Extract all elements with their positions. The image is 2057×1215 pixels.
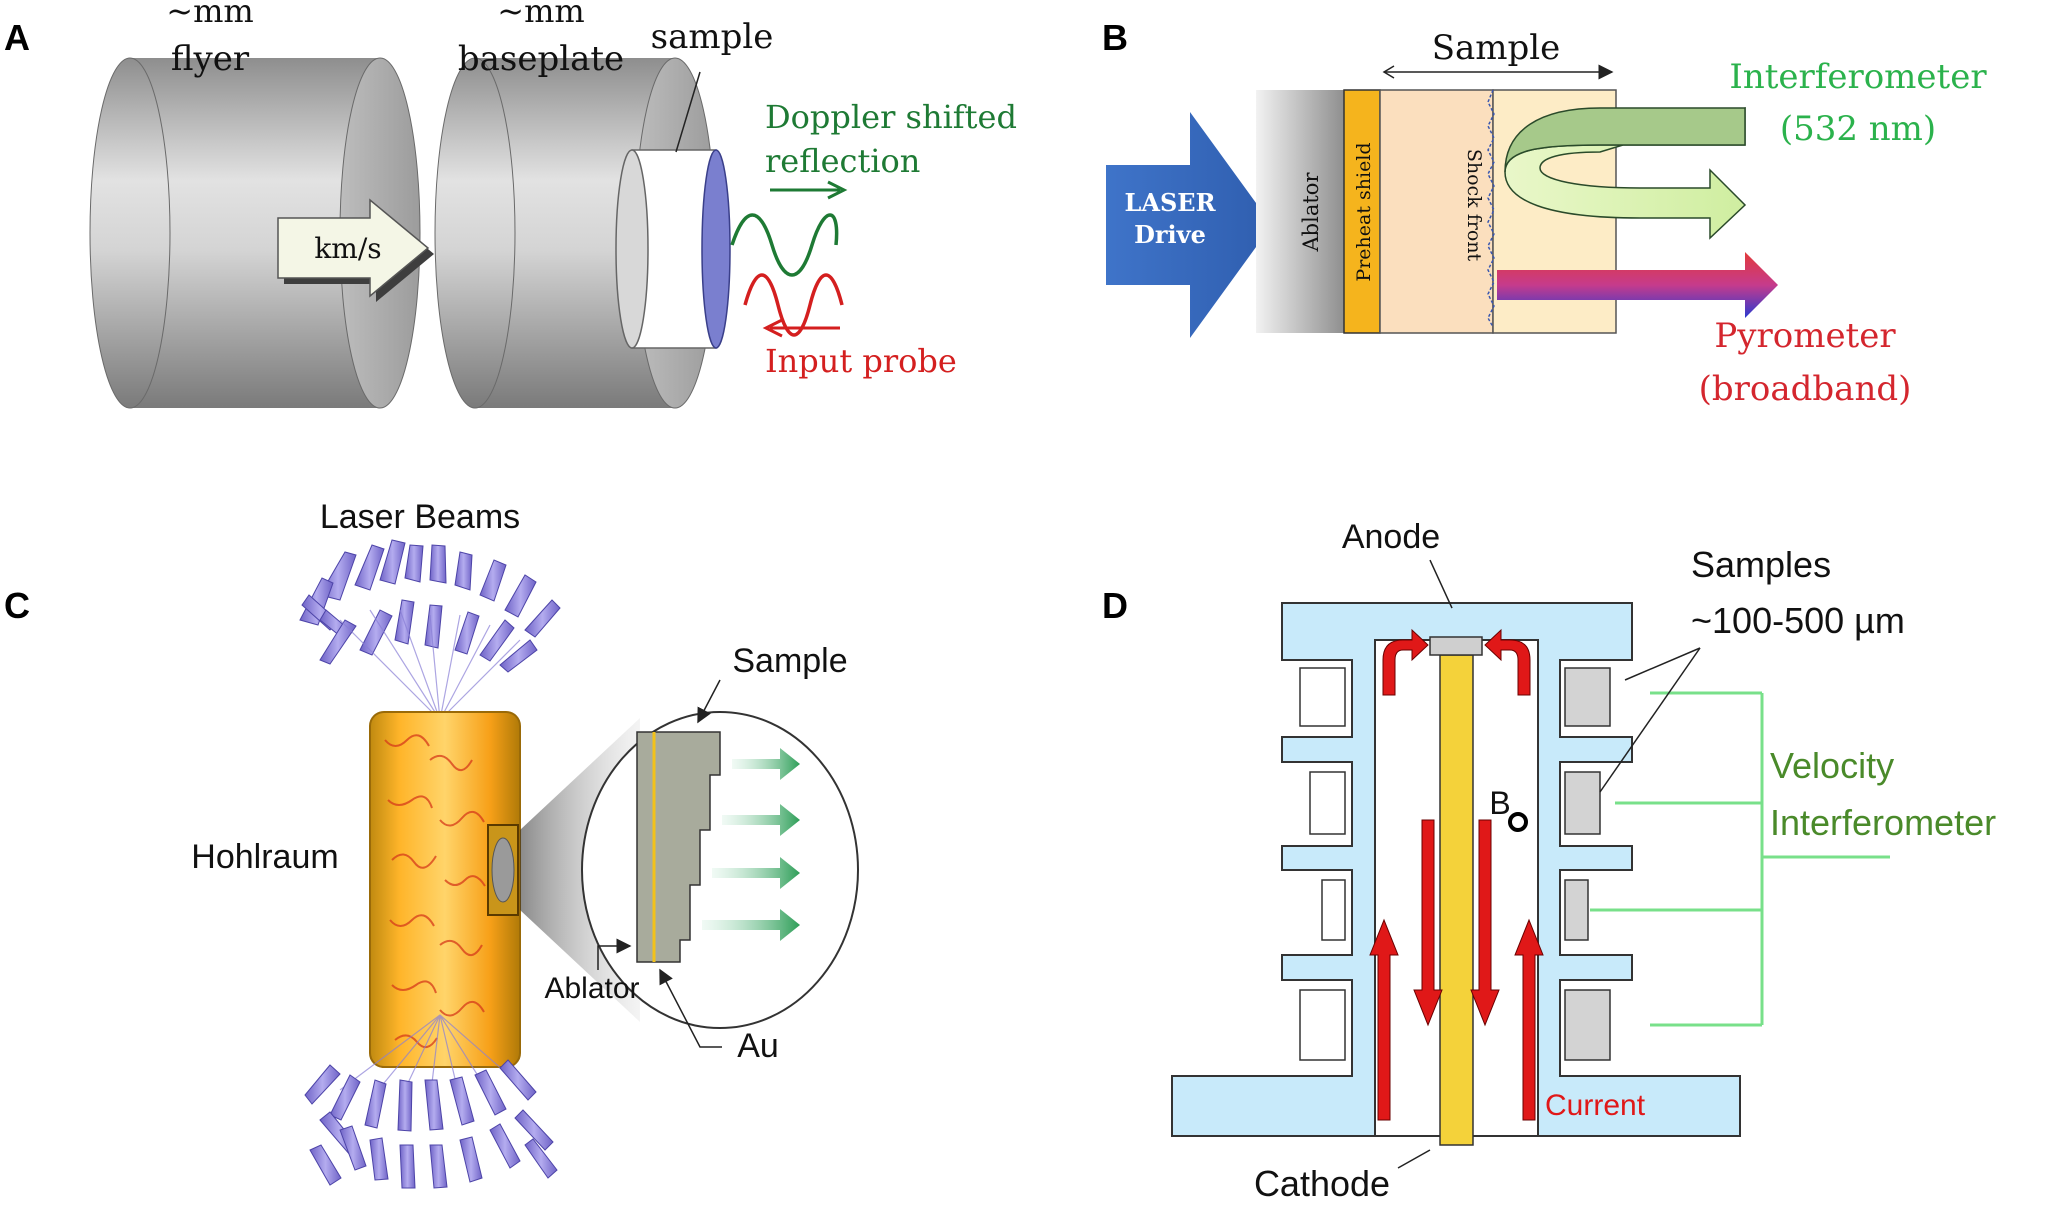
ablator-label-c: Ablator bbox=[544, 972, 639, 1005]
speed-arrow bbox=[277, 198, 434, 302]
sample-face bbox=[701, 149, 731, 349]
current-arrow-up-left bbox=[1369, 918, 1399, 1121]
laser-line1: LASER bbox=[1124, 188, 1216, 217]
input-probe-label: Input probe bbox=[765, 342, 957, 380]
sample-disc bbox=[615, 71, 731, 349]
panel-a: A km/s ~mm flyer ~mm baseplate bbox=[4, 0, 1017, 409]
baseplate-label: baseplate bbox=[458, 39, 624, 79]
upper-beam-convergence bbox=[339, 609, 521, 721]
current-arrow-up-right bbox=[1514, 918, 1544, 1121]
panel-c: C Laser Beams bbox=[4, 498, 859, 1189]
upper-laser-beams bbox=[299, 539, 561, 673]
shock-arrows bbox=[702, 748, 800, 941]
preheat-label: Preheat shield bbox=[1353, 142, 1375, 281]
interferometer-incoming bbox=[1504, 107, 1746, 173]
current-label: Current bbox=[1545, 1089, 1646, 1122]
pyrometer-line1: Pyrometer bbox=[1714, 316, 1896, 356]
cathode-rod bbox=[1439, 654, 1474, 1146]
laser-line2: Drive bbox=[1134, 220, 1206, 249]
interferometer-line2: (532 nm) bbox=[1780, 109, 1936, 149]
doppler-line1: Doppler shifted bbox=[765, 98, 1017, 136]
sample-label-b: Sample bbox=[1432, 28, 1561, 68]
hohlraum-label: Hohlraum bbox=[191, 838, 338, 876]
current-arrow-down-right bbox=[1470, 819, 1500, 1027]
b-label: B bbox=[1489, 785, 1510, 821]
samples-pointer-1 bbox=[1624, 647, 1701, 681]
panel-b: B LASER Drive Ablator Preheat shield Sho… bbox=[1102, 17, 1987, 409]
pyrometer-line2: (broadband) bbox=[1699, 369, 1912, 409]
b-field-marker bbox=[1508, 812, 1528, 832]
flyer-label: flyer bbox=[171, 39, 250, 79]
samples-line1: Samples bbox=[1691, 544, 1831, 585]
lower-laser-beams bbox=[304, 1059, 558, 1189]
flyer-size: ~mm bbox=[166, 0, 254, 30]
au-label: Au bbox=[737, 1027, 779, 1065]
doppler-wave bbox=[730, 213, 839, 277]
sample-pointer-c bbox=[697, 679, 721, 724]
ablator-label: Ablator bbox=[1299, 172, 1323, 253]
ablator-layer bbox=[1256, 90, 1344, 333]
baseplate-size: ~mm bbox=[497, 0, 585, 30]
panel-letter-d: D bbox=[1102, 585, 1128, 626]
cathode-pointer bbox=[1397, 1149, 1431, 1169]
velocity-line1: Velocity bbox=[1770, 745, 1894, 786]
laser-beams-label: Laser Beams bbox=[320, 498, 520, 536]
anode-label: Anode bbox=[1342, 518, 1440, 556]
panel-letter-b: B bbox=[1102, 17, 1128, 58]
sample-stepped bbox=[636, 731, 721, 963]
panel-d: D B bbox=[1102, 518, 1996, 1204]
cathode-label: Cathode bbox=[1254, 1163, 1390, 1204]
sample-on-anode bbox=[1429, 636, 1483, 656]
probe-wave bbox=[743, 273, 844, 337]
samples-line2: ~100-500 µm bbox=[1691, 600, 1905, 641]
right-sample-blocks bbox=[1564, 667, 1611, 1061]
panel-letter-c: C bbox=[4, 585, 30, 626]
speed-label: km/s bbox=[314, 232, 381, 265]
shock-label: Shock front bbox=[1463, 149, 1485, 262]
anode-pointer bbox=[1429, 559, 1453, 609]
sample-label: sample bbox=[651, 17, 774, 57]
current-arrow-down-left bbox=[1413, 819, 1443, 1027]
current-arrow-top-left bbox=[1382, 628, 1429, 696]
sample-shocked bbox=[1379, 89, 1494, 334]
ablator-pointer bbox=[597, 938, 632, 970]
doppler-line2: reflection bbox=[765, 142, 920, 180]
sample-label-c: Sample bbox=[732, 642, 847, 680]
au-pointer bbox=[659, 968, 722, 1048]
current-arrow-top-right bbox=[1484, 628, 1531, 696]
samples-pointer-2 bbox=[1599, 647, 1701, 793]
left-windows bbox=[1299, 667, 1346, 1061]
panel-letter-a: A bbox=[4, 17, 30, 58]
laser-drive-arrow bbox=[1106, 112, 1272, 338]
interferometer-line1: Interferometer bbox=[1729, 57, 1987, 97]
preheat-shield bbox=[1343, 89, 1381, 334]
velocity-line2: Interferometer bbox=[1770, 802, 1996, 843]
pyrometer-beam bbox=[1497, 252, 1778, 318]
sample-pointer bbox=[675, 71, 701, 153]
